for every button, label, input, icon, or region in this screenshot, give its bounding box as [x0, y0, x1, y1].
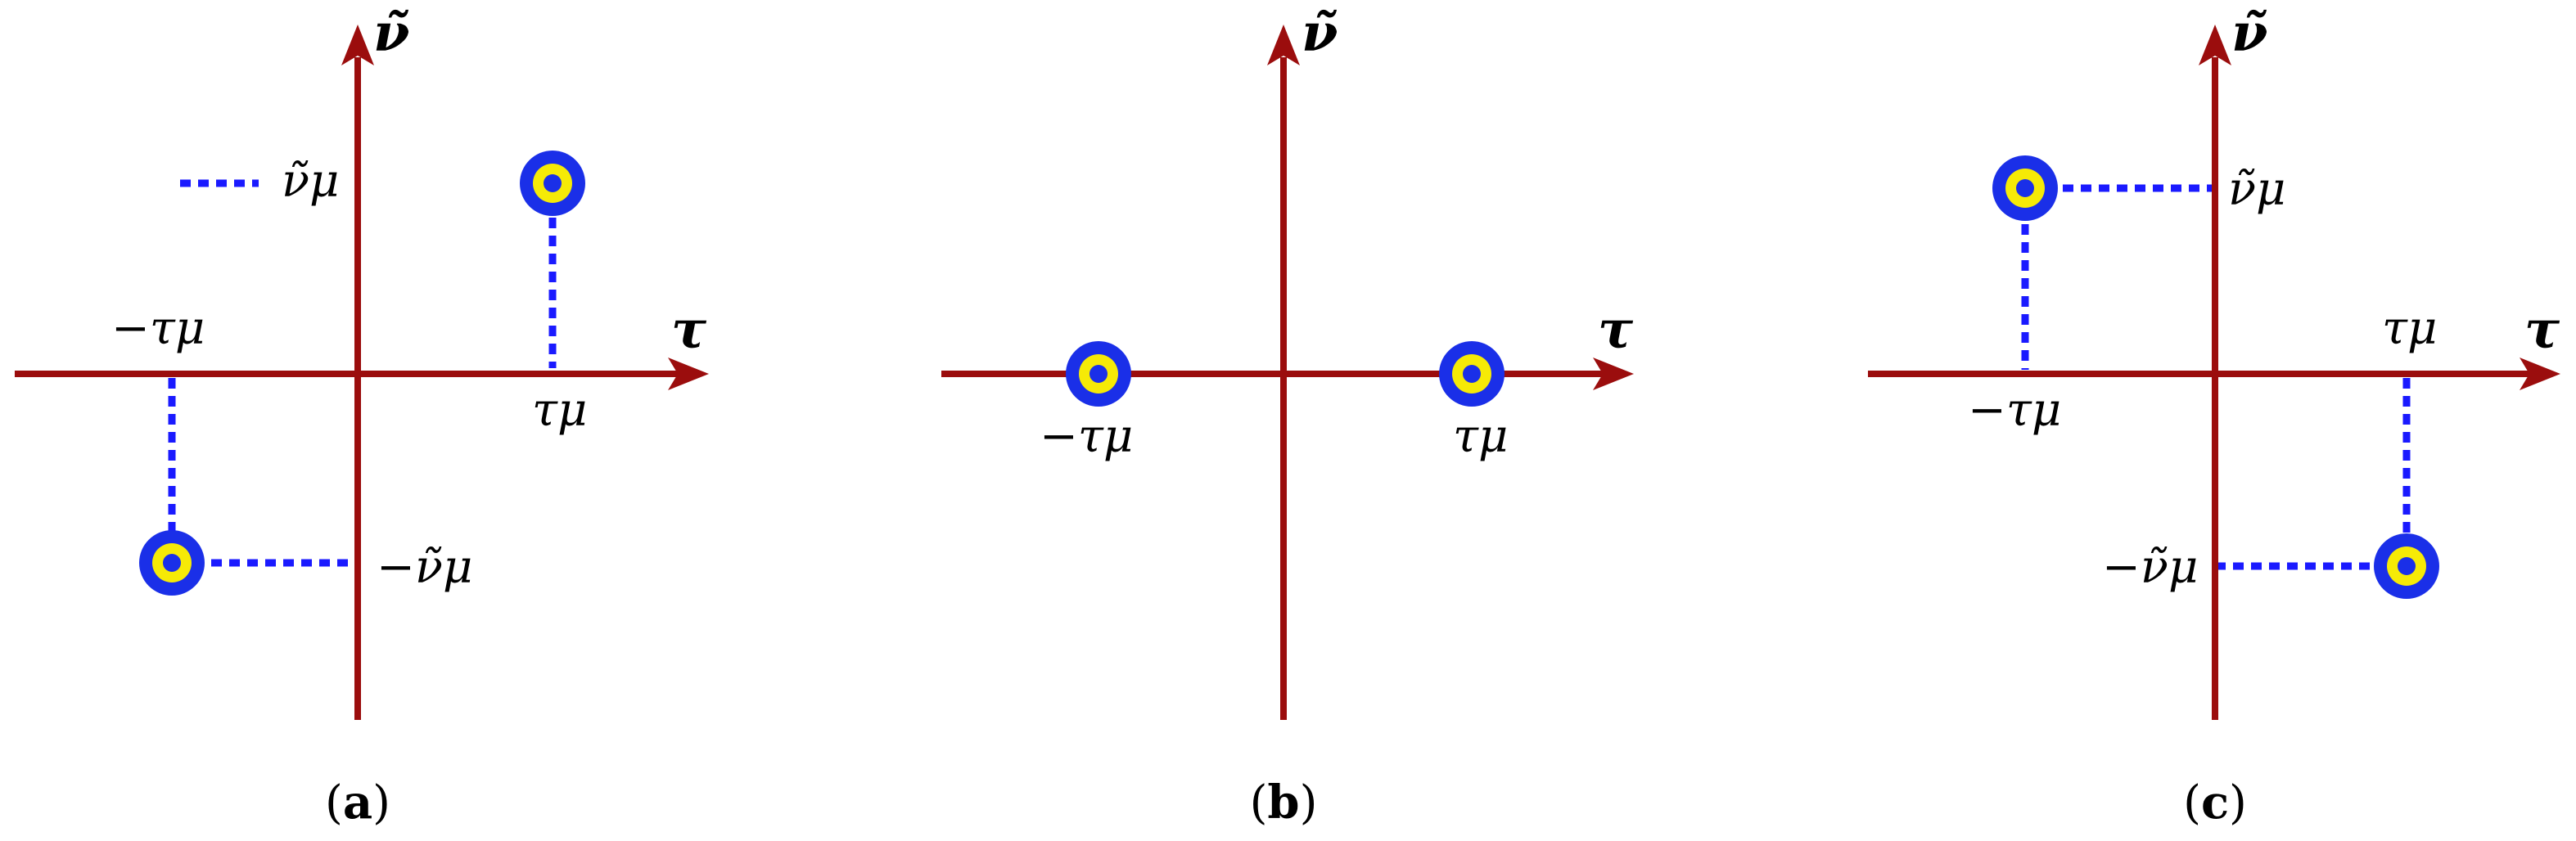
label-a-neg-tau: −τμ [111, 302, 205, 355]
label-a-pos-nu: ν̃μ [282, 155, 339, 208]
x-axis-arrow-a [668, 358, 709, 390]
point-b-1 [1066, 341, 1131, 407]
caption-a: (a) [325, 776, 390, 830]
x-axis-label-c: τ [2524, 299, 2560, 361]
caption-c: (c) [2183, 776, 2247, 830]
label-c-neg-nu: −ν̃μ [2102, 541, 2198, 594]
y-axis-label-b: ν̃ [1302, 2, 1338, 64]
label-a-neg-nu: −ν̃μ [377, 541, 472, 594]
label-b-neg-tau: −τμ [1040, 410, 1133, 463]
caption-b: (b) [1250, 776, 1318, 830]
x-axis-arrow-c [2520, 358, 2560, 390]
label-b-pos-tau: τμ [1453, 410, 1508, 463]
label-a-pos-tau: τμ [532, 384, 587, 437]
label-c-pos-nu: ν̃μ [2228, 163, 2285, 216]
point-c-1 [1992, 155, 2058, 221]
y-axis-arrow-b [1267, 25, 1300, 65]
y-axis-label-a: ν̃ [373, 2, 409, 64]
point-c-2 [2374, 533, 2439, 599]
panel-a: ν̃ τ ν̃μ −τμ τμ −ν̃μ (a) [15, 2, 709, 830]
point-b-2 [1439, 341, 1505, 407]
x-axis-label-a: τ [671, 299, 707, 361]
label-c-pos-tau: τμ [2382, 302, 2437, 355]
y-axis-arrow-a [341, 25, 374, 65]
panel-c: ν̃ τ ν̃μ τμ −τμ −ν̃μ (c) [1868, 2, 2560, 830]
point-a-2 [139, 530, 205, 596]
point-a-1 [520, 151, 585, 216]
x-axis-arrow-b [1593, 358, 1634, 390]
label-c-neg-tau: −τμ [1968, 384, 2061, 437]
x-axis-label-b: τ [1598, 299, 1634, 361]
y-axis-arrow-c [2199, 25, 2231, 65]
panel-b: ν̃ τ −τμ τμ (b) [941, 2, 1634, 830]
y-axis-label-c: ν̃ [2231, 2, 2267, 64]
